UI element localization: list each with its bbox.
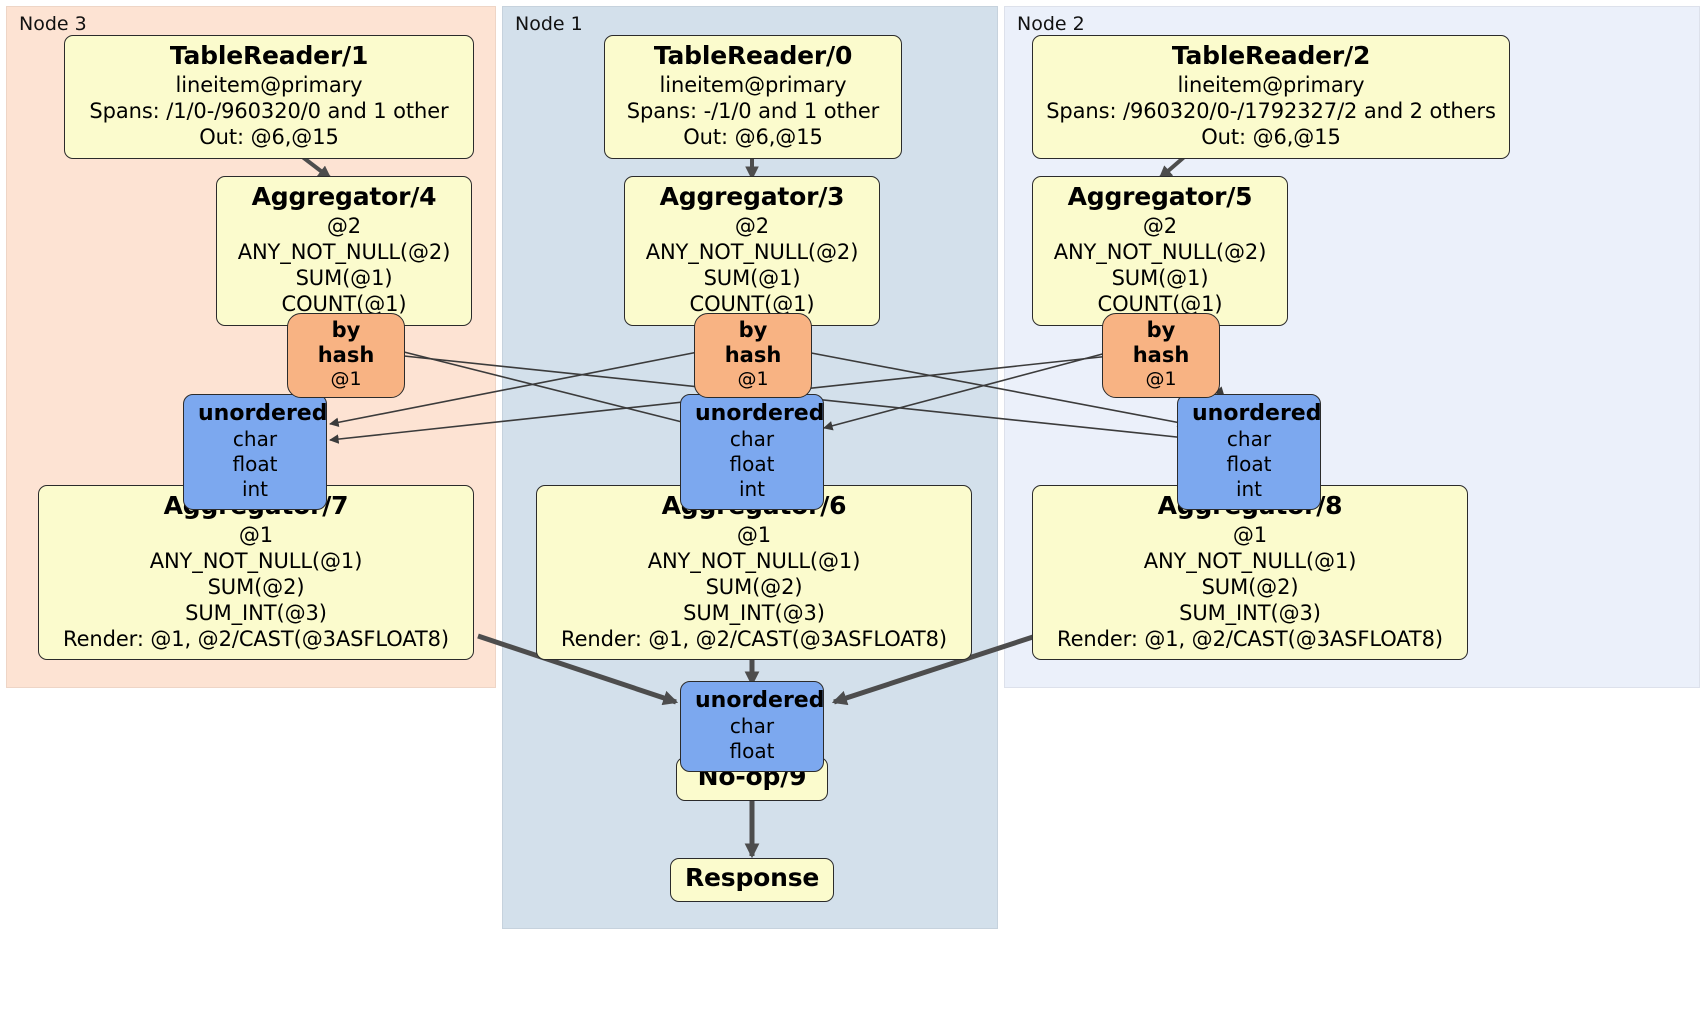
router-title: by hash xyxy=(317,318,375,368)
router-by-hash-center[interactable]: by hash @1 xyxy=(694,313,812,399)
processor-tablereader-1[interactable]: TableReader/1 lineitem@primary Spans: /1… xyxy=(64,35,474,159)
processor-detail-line: ANY_NOT_NULL(@1) xyxy=(1143,548,1357,573)
processor-detail-line: SUM(@2) xyxy=(207,574,305,599)
stream-title: unordered xyxy=(1192,401,1322,426)
processor-detail-line: @1 xyxy=(1232,522,1268,547)
processor-title: Aggregator/3 xyxy=(659,182,845,211)
router-title: by hash xyxy=(724,318,782,368)
cluster-node-1-label: Node 1 xyxy=(515,13,583,35)
processor-detail-line: Render: @1, @2/CAST(@3ASFLOAT8) xyxy=(63,626,449,651)
processor-detail-line: Out: @6,@15 xyxy=(683,124,823,149)
stream-title: unordered xyxy=(198,401,328,426)
processor-detail-line: COUNT(@1) xyxy=(689,291,815,316)
processor-detail-line: SUM(@1) xyxy=(1111,265,1209,290)
processor-detail-line: SUM_INT(@3) xyxy=(1179,600,1321,625)
processor-tablereader-0[interactable]: TableReader/0 lineitem@primary Spans: -/… xyxy=(604,35,902,159)
stream-type-line: int xyxy=(738,477,766,502)
stream-title: unordered xyxy=(695,401,825,426)
stream-type-line: char xyxy=(1226,427,1272,452)
processor-detail-line: SUM(@2) xyxy=(1201,574,1299,599)
processor-detail-line: ANY_NOT_NULL(@1) xyxy=(647,548,861,573)
processor-detail-line: Out: @6,@15 xyxy=(199,124,339,149)
stream-unordered-center[interactable]: unordered char float int xyxy=(680,394,825,511)
stream-title: unordered xyxy=(695,688,825,713)
processor-title: TableReader/2 xyxy=(1171,41,1371,70)
processor-aggregator-8[interactable]: Aggregator/8 @1 ANY_NOT_NULL(@1) SUM(@2)… xyxy=(1032,485,1468,661)
stream-type-line: float xyxy=(232,452,278,477)
processor-aggregator-7[interactable]: Aggregator/7 @1 ANY_NOT_NULL(@1) SUM(@2)… xyxy=(38,485,474,661)
processor-detail-line: SUM_INT(@3) xyxy=(683,600,825,625)
processor-detail-line: Spans: -/1/0 and 1 other xyxy=(626,98,880,123)
stream-type-line: float xyxy=(1226,452,1272,477)
stream-unordered-right[interactable]: unordered char float int xyxy=(1177,394,1322,511)
stream-type-line: char xyxy=(729,427,775,452)
processor-detail-line: ANY_NOT_NULL(@2) xyxy=(237,239,451,264)
stream-type-line: int xyxy=(1235,477,1263,502)
processor-detail-line: Render: @1, @2/CAST(@3ASFLOAT8) xyxy=(561,626,947,651)
processor-aggregator-3[interactable]: Aggregator/3 @2 ANY_NOT_NULL(@2) SUM(@1)… xyxy=(624,176,880,326)
processor-detail-line: COUNT(@1) xyxy=(1097,291,1223,316)
processor-tablereader-2[interactable]: TableReader/2 lineitem@primary Spans: /9… xyxy=(1032,35,1510,159)
processor-detail-line: ANY_NOT_NULL(@2) xyxy=(1053,239,1267,264)
processor-detail-line: Out: @6,@15 xyxy=(1201,124,1341,149)
processor-detail-line: SUM(@1) xyxy=(295,265,393,290)
processor-detail-line: @2 xyxy=(1142,213,1178,238)
stream-type-line: int xyxy=(241,477,269,502)
processor-aggregator-4[interactable]: Aggregator/4 @2 ANY_NOT_NULL(@2) SUM(@1)… xyxy=(216,176,472,326)
stream-type-line: float xyxy=(729,739,775,764)
processor-detail-line: @1 xyxy=(736,522,772,547)
processor-title: Response xyxy=(685,863,820,892)
processor-detail-line: ANY_NOT_NULL(@1) xyxy=(149,548,363,573)
router-by-hash-left[interactable]: by hash @1 xyxy=(287,313,405,399)
processor-title: Aggregator/5 xyxy=(1067,182,1253,211)
processor-detail-line: lineitem@primary xyxy=(1177,72,1365,97)
processor-detail-line: Render: @1, @2/CAST(@3ASFLOAT8) xyxy=(1057,626,1443,651)
processor-detail-line: SUM_INT(@3) xyxy=(185,600,327,625)
router-detail-line: @1 xyxy=(1145,368,1177,391)
processor-detail-line: lineitem@primary xyxy=(175,72,363,97)
router-detail-line: @1 xyxy=(330,368,362,391)
processor-detail-line: @1 xyxy=(238,522,274,547)
stream-type-line: char xyxy=(232,427,278,452)
processor-detail-line: SUM(@1) xyxy=(703,265,801,290)
processor-detail-line: @2 xyxy=(734,213,770,238)
stream-type-line: float xyxy=(729,452,775,477)
router-detail-line: @1 xyxy=(737,368,769,391)
processor-aggregator-5[interactable]: Aggregator/5 @2 ANY_NOT_NULL(@2) SUM(@1)… xyxy=(1032,176,1288,326)
stream-type-line: char xyxy=(729,714,775,739)
cluster-node-3-label: Node 3 xyxy=(19,13,87,35)
processor-detail-line: COUNT(@1) xyxy=(281,291,407,316)
router-by-hash-right[interactable]: by hash @1 xyxy=(1102,313,1220,399)
processor-detail-line: ANY_NOT_NULL(@2) xyxy=(645,239,859,264)
processor-title: Aggregator/4 xyxy=(251,182,437,211)
processor-aggregator-6[interactable]: Aggregator/6 @1 ANY_NOT_NULL(@1) SUM(@2)… xyxy=(536,485,972,661)
processor-title: TableReader/1 xyxy=(169,41,369,70)
stream-unordered-left[interactable]: unordered char float int xyxy=(183,394,328,511)
processor-detail-line: lineitem@primary xyxy=(659,72,847,97)
processor-detail-line: @2 xyxy=(326,213,362,238)
processor-detail-line: Spans: /960320/0-/1792327/2 and 2 others xyxy=(1046,98,1496,123)
cluster-node-2-label: Node 2 xyxy=(1017,13,1085,35)
router-title: by hash xyxy=(1132,318,1190,368)
processor-detail-line: Spans: /1/0-/960320/0 and 1 other xyxy=(89,98,449,123)
processor-detail-line: SUM(@2) xyxy=(705,574,803,599)
processor-title: TableReader/0 xyxy=(653,41,853,70)
processor-response[interactable]: Response xyxy=(670,858,834,902)
stream-unordered-final[interactable]: unordered char float xyxy=(680,681,825,773)
